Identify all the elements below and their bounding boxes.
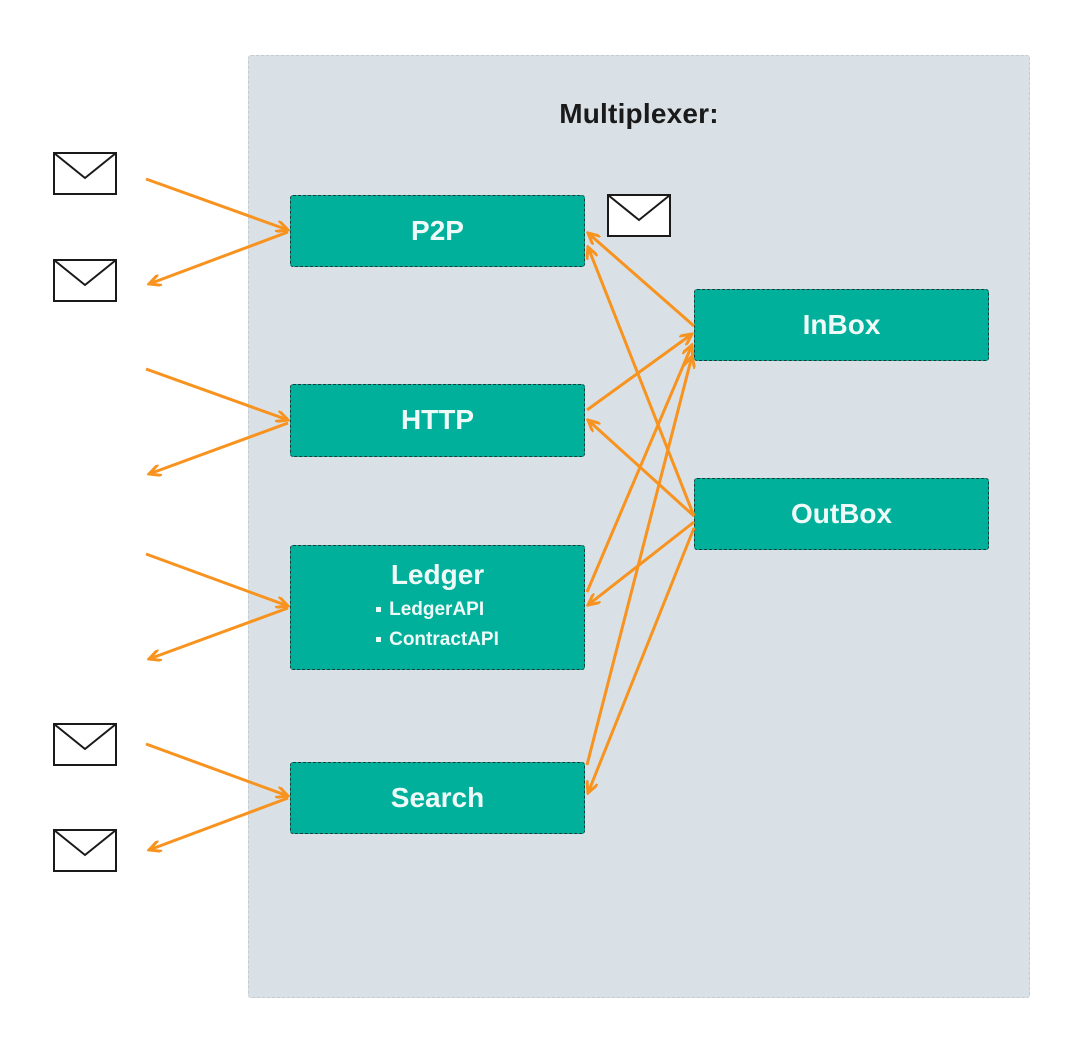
- arrow-out-ledger: [149, 606, 289, 659]
- arrow-out-p2p: [149, 230, 289, 284]
- p2p-label: P2P: [411, 214, 464, 246]
- bullet-icon: [376, 607, 382, 613]
- arrow-outbox-p2p: [588, 247, 696, 517]
- arrow-out-http: [149, 421, 289, 474]
- arrow-search-inbox: [585, 356, 692, 766]
- envelope-icon: [53, 152, 117, 195]
- arrow-in-http: [145, 367, 288, 420]
- outbox-label: OutBox: [790, 497, 893, 529]
- p2p-module[interactable]: P2P: [290, 195, 585, 267]
- envelope-icon: [53, 723, 117, 766]
- ledger-api-list: LedgerAPI ContractAPI: [376, 595, 499, 655]
- arrow-in-ledger: [145, 552, 288, 606]
- envelope-icon: [53, 259, 117, 302]
- arrow-in-p2p: [145, 177, 288, 230]
- contract-api-label: ContractAPI: [389, 628, 499, 650]
- arrow-in-search: [145, 742, 288, 796]
- arrow-outbox-ledger: [588, 520, 695, 605]
- ledger-module[interactable]: Ledger LedgerAPI ContractAPI: [290, 545, 585, 670]
- bullet-icon: [376, 637, 382, 643]
- arrow-inbox-p2p: [588, 233, 695, 328]
- arrow-http-inbox: [586, 334, 692, 412]
- ledger-api-item: LedgerAPI: [376, 595, 499, 625]
- outbox-module[interactable]: OutBox: [694, 478, 989, 550]
- search-label: Search: [390, 781, 485, 813]
- ledger-api-label: LedgerAPI: [389, 598, 485, 620]
- http-module[interactable]: HTTP: [290, 384, 585, 457]
- envelope-icon: [53, 829, 117, 872]
- search-module[interactable]: Search: [290, 762, 585, 834]
- http-label: HTTP: [400, 404, 475, 436]
- ledger-label: Ledger: [390, 559, 485, 591]
- inbox-label: InBox: [802, 308, 881, 340]
- contract-api-item: ContractAPI: [376, 625, 499, 655]
- multiplexer-title: Multiplexer:: [559, 98, 719, 129]
- envelope-icon: [607, 194, 671, 237]
- arrow-out-search: [149, 796, 289, 850]
- arrow-outbox-search: [588, 527, 696, 793]
- arrow-outbox-http: [588, 420, 696, 518]
